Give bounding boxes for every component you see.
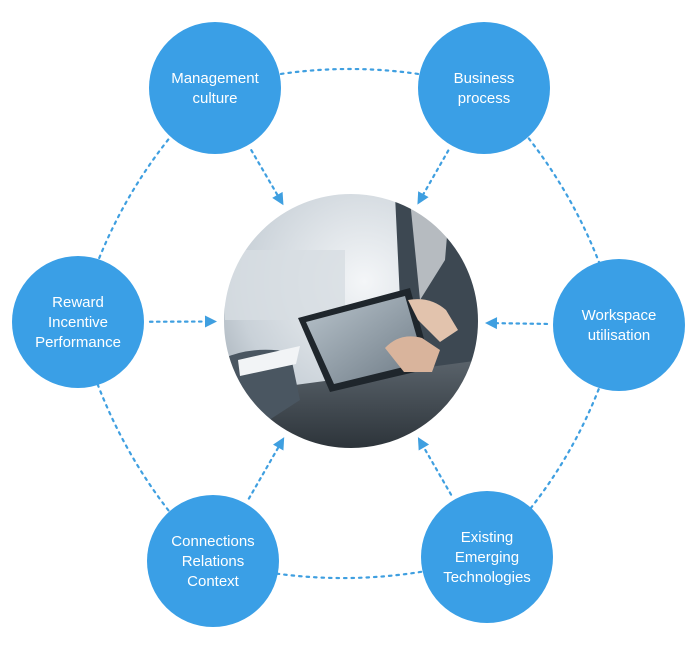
arrow-line-technologies	[422, 444, 451, 495]
arrow-line-management	[251, 150, 279, 198]
node-label-line: process	[458, 90, 511, 107]
node-label-line: Relations	[182, 553, 245, 570]
node-management: Management culture	[149, 22, 281, 154]
node-workspace: Workspace utilisation	[553, 259, 685, 391]
arrow-line-business	[421, 151, 448, 198]
node-circle	[553, 259, 685, 391]
node-label-line: Performance	[35, 334, 121, 351]
node-label-line: Technologies	[443, 569, 531, 586]
node-label-line: culture	[192, 90, 237, 107]
node-label-line: utilisation	[588, 327, 651, 344]
node-circle	[149, 22, 281, 154]
arrow-line-workspace	[493, 323, 547, 324]
node-label-line: Context	[187, 573, 240, 590]
arrowhead-icon	[418, 437, 429, 450]
node-label-line: Business	[454, 70, 515, 87]
node-label-line: Workspace	[582, 307, 657, 324]
node-label-line: Connections	[171, 533, 254, 550]
arrowhead-icon	[485, 317, 497, 329]
node-label-line: Emerging	[455, 549, 519, 566]
node-circle	[418, 22, 550, 154]
node-business: Business process	[418, 22, 550, 154]
center-photo	[220, 190, 482, 452]
arrow-line-connections	[249, 444, 280, 498]
node-label-line: Incentive	[48, 314, 108, 331]
node-label-line: Existing	[461, 529, 514, 546]
arrowhead-icon	[205, 316, 217, 328]
node-label-line: Reward	[52, 294, 104, 311]
node-label-line: Management	[171, 70, 259, 87]
